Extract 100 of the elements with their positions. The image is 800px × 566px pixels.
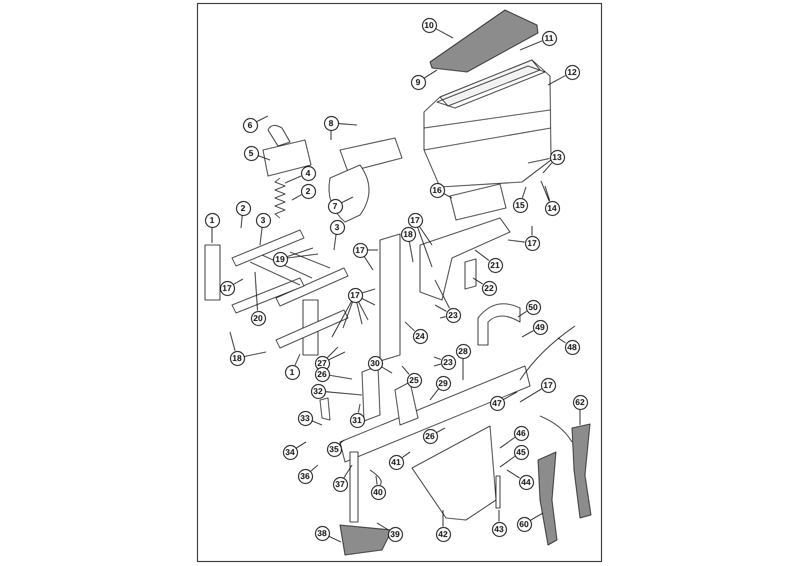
callout-number: 18 bbox=[400, 226, 416, 242]
leader-line bbox=[434, 364, 442, 366]
leader-line bbox=[296, 442, 306, 448]
leader-line bbox=[528, 158, 550, 164]
leader-line bbox=[332, 301, 352, 338]
leader-line bbox=[310, 464, 318, 472]
leader-line bbox=[376, 522, 389, 530]
callout-number: 10 bbox=[422, 18, 436, 32]
leader-line bbox=[334, 234, 336, 250]
leader-line bbox=[540, 180, 550, 202]
leader-line bbox=[256, 116, 268, 122]
callout-number: 23 bbox=[446, 308, 460, 322]
callout-number: 17 bbox=[540, 378, 556, 392]
leader-line bbox=[402, 452, 410, 458]
leader-line bbox=[341, 196, 354, 204]
callout-number: 60 bbox=[516, 516, 532, 532]
leader-line bbox=[233, 278, 244, 285]
callout-number: 33 bbox=[298, 410, 312, 426]
leader-line bbox=[381, 366, 392, 374]
callout-number: 18 bbox=[230, 350, 244, 366]
leader-line bbox=[436, 428, 446, 433]
leader-line bbox=[260, 227, 262, 246]
callout-number: 50 bbox=[526, 300, 540, 314]
leader-line bbox=[326, 346, 338, 358]
leader-line bbox=[230, 332, 236, 352]
callout-number: 21 bbox=[488, 258, 502, 272]
leader-line bbox=[522, 186, 526, 198]
callout-number: 31 bbox=[350, 412, 364, 428]
leader-line bbox=[522, 330, 534, 338]
callout-number: 4 bbox=[300, 166, 316, 180]
leader-line bbox=[376, 476, 378, 485]
callout-number: 7 bbox=[328, 198, 342, 214]
callout-number: 11 bbox=[542, 30, 556, 46]
leader-line bbox=[518, 310, 528, 318]
callout-number: 44 bbox=[518, 474, 534, 490]
leader-line bbox=[292, 194, 302, 200]
callout-number: 17 bbox=[348, 288, 362, 302]
callout-number: 36 bbox=[298, 468, 312, 484]
leader-line bbox=[443, 193, 452, 198]
leader-line bbox=[284, 176, 302, 184]
leader-line bbox=[402, 366, 410, 375]
callout-number: 48 bbox=[564, 340, 580, 354]
leader-line bbox=[342, 302, 353, 328]
leader-line bbox=[240, 215, 243, 228]
leader-line bbox=[508, 240, 525, 242]
leader-line bbox=[544, 186, 550, 202]
callout-number: 3 bbox=[256, 212, 270, 228]
callout-number: 24 bbox=[412, 328, 428, 344]
leader-line bbox=[440, 316, 446, 318]
callout-number: 62 bbox=[572, 394, 588, 410]
leader-line bbox=[474, 250, 490, 261]
callout-number: 1 bbox=[284, 364, 300, 380]
callout-number: 49 bbox=[532, 320, 548, 334]
leader-line bbox=[358, 301, 368, 320]
callout-number: 40 bbox=[370, 484, 386, 500]
callout-number: 17 bbox=[352, 242, 368, 258]
callout-number: 45 bbox=[514, 444, 528, 460]
callout-number: 35 bbox=[326, 442, 342, 456]
leader-line bbox=[329, 374, 352, 380]
callout-number: 23 bbox=[440, 354, 456, 370]
leader-line bbox=[503, 392, 518, 400]
callout-number: 1 bbox=[204, 212, 220, 228]
leader-line bbox=[500, 456, 516, 468]
callout-number: 28 bbox=[456, 344, 470, 358]
callout-number: 29 bbox=[436, 376, 450, 390]
callout-number: 9 bbox=[410, 74, 426, 90]
leader-line bbox=[520, 388, 542, 402]
callout-number: 12 bbox=[564, 64, 580, 80]
callout-number: 2 bbox=[236, 200, 250, 216]
leader-line bbox=[430, 388, 439, 400]
leader-line bbox=[358, 404, 360, 414]
callout-number: 37 bbox=[332, 476, 348, 492]
leader-line bbox=[500, 436, 516, 448]
leader-line bbox=[558, 338, 566, 344]
callout-number: 38 bbox=[314, 526, 330, 540]
leader-line bbox=[404, 322, 415, 332]
leader-line bbox=[542, 162, 552, 174]
leader-line bbox=[424, 70, 438, 78]
leader-line bbox=[434, 280, 450, 309]
leader-line bbox=[338, 123, 358, 126]
leader-line bbox=[344, 464, 352, 478]
callout-number: 25 bbox=[406, 372, 422, 388]
leader-line bbox=[330, 130, 332, 140]
leader-line bbox=[506, 470, 520, 478]
leader-line bbox=[434, 356, 442, 360]
leader-line bbox=[548, 75, 566, 86]
callout-number: 39 bbox=[388, 526, 402, 542]
callout-number: 6 bbox=[242, 118, 258, 132]
callout-number: 43 bbox=[492, 522, 506, 536]
leader-line bbox=[286, 248, 314, 258]
leader-line bbox=[364, 256, 374, 270]
callout-number: 22 bbox=[482, 280, 496, 296]
callout-number: 26 bbox=[314, 366, 330, 382]
leader-line bbox=[417, 226, 432, 268]
leader-line bbox=[356, 302, 362, 324]
callout-number: 46 bbox=[514, 426, 528, 440]
leader-line bbox=[530, 512, 544, 521]
leader-line bbox=[520, 40, 542, 50]
leader-line bbox=[244, 352, 266, 357]
leader-line bbox=[434, 304, 447, 312]
